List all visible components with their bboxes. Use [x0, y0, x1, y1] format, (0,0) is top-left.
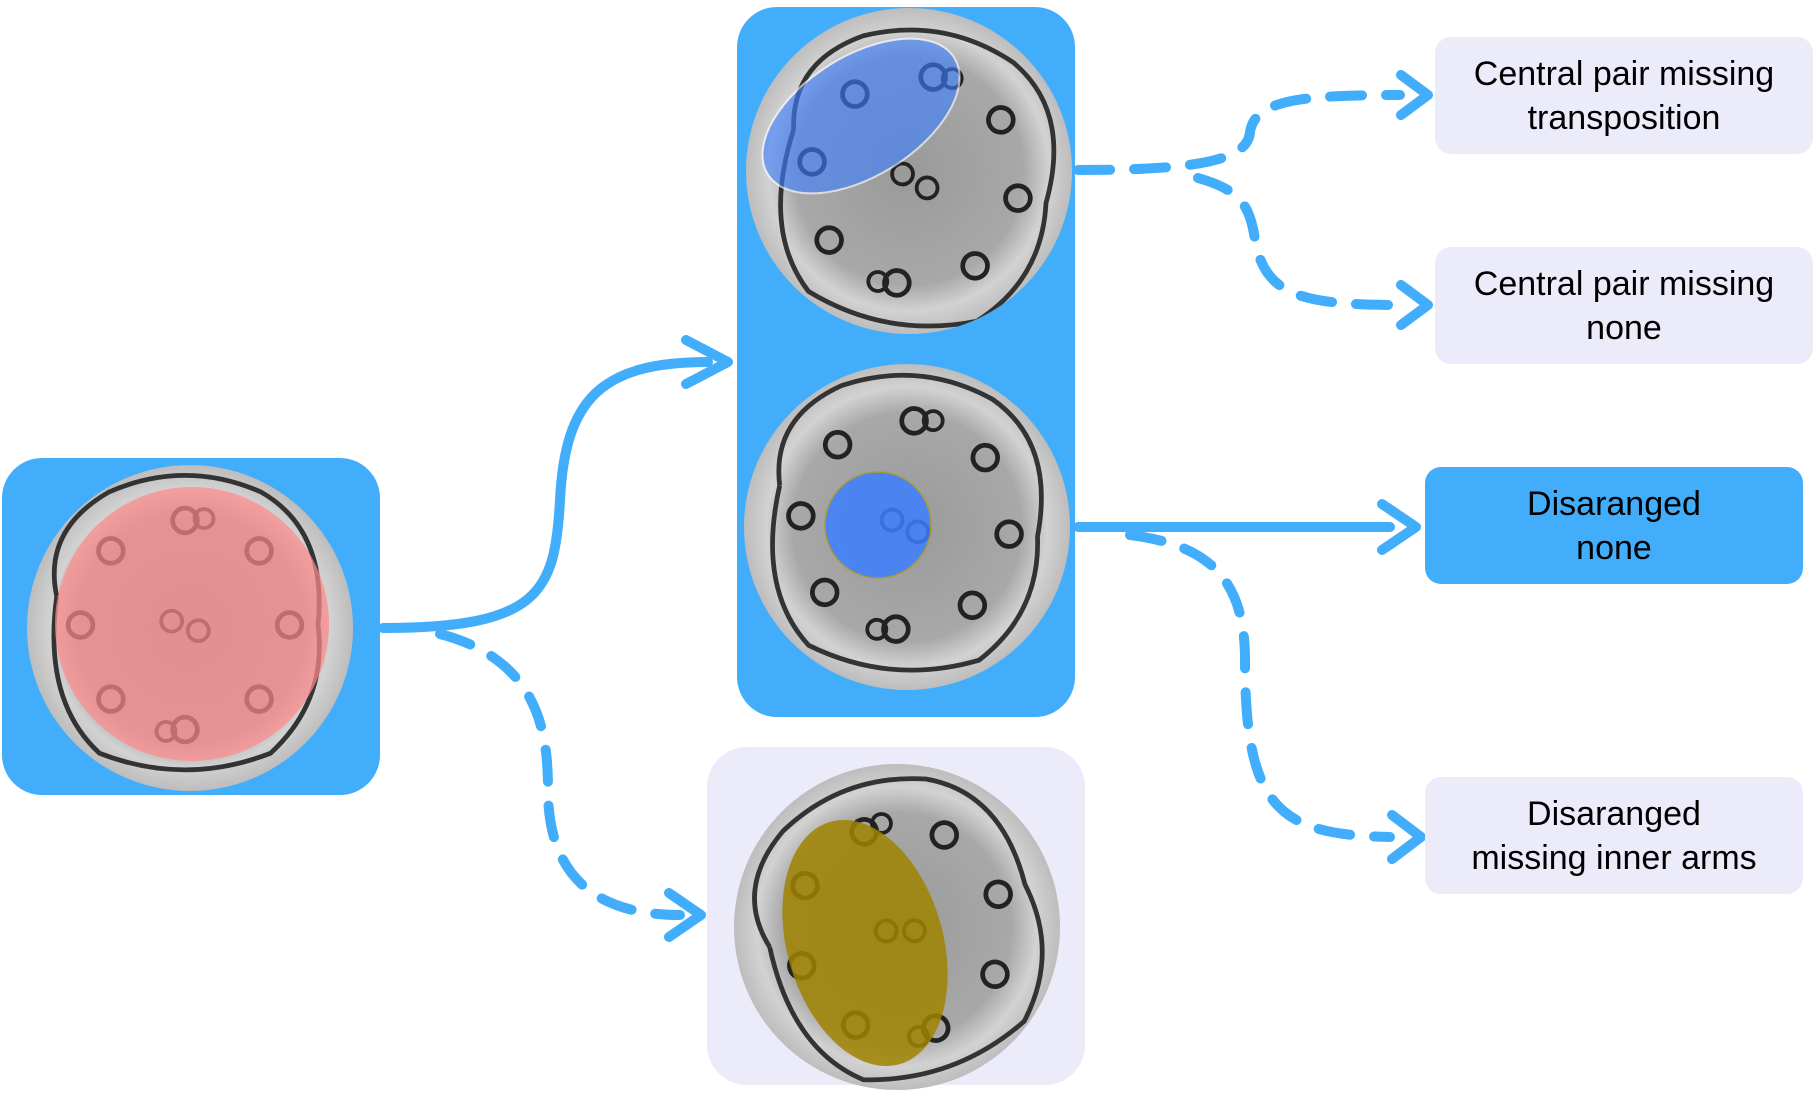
arrow-to-disarranged-inner-arms: [1125, 530, 1395, 842]
label-cp-none-line1: Central pair missing: [1473, 264, 1775, 303]
outer-doublet-micrograph: [734, 764, 1060, 1090]
label-cp-none-line2: none: [1586, 308, 1662, 347]
label-cp-transposition-line1: Central pair missing: [1473, 54, 1775, 93]
label-dis-inner-line1: Disaranged: [1527, 794, 1701, 833]
arrowhead-cp-none: [1396, 280, 1433, 330]
label-cp-transposition-line2: transposition: [1527, 98, 1721, 137]
label-central-pair-missing-transposition: Central pair missing transposition: [1435, 37, 1813, 154]
central-region-highlight: [824, 471, 932, 579]
label-dis-inner-line2: missing inner arms: [1471, 838, 1757, 877]
label-disarranged-missing-inner-arms: Disaranged missing inner arms: [1425, 777, 1803, 894]
disarranged-micrograph: [744, 364, 1070, 690]
label-central-pair-missing-none: Central pair missing none: [1435, 247, 1813, 364]
arrowhead-cp-transposition: [1396, 70, 1433, 120]
full-cross-section-highlight: [55, 487, 329, 761]
arrow-to-cp-none: [1193, 173, 1405, 310]
label-dis-none-line1: Disaranged: [1527, 484, 1701, 523]
arrowhead-central-group: [681, 335, 733, 389]
arrow-to-cp-transposition: [1073, 90, 1405, 175]
central-pair-region-highlight: [761, 37, 961, 195]
arrowhead-inner-arms: [1387, 810, 1426, 864]
label-disarranged-none: Disaranged none: [1425, 467, 1803, 584]
central-pair-missing-micrograph: [746, 8, 1072, 334]
arrowhead-disarranged-none: [1377, 499, 1421, 555]
arrowhead-outer-doublet: [664, 888, 706, 942]
label-dis-none-line2: none: [1576, 528, 1652, 567]
arrow-input-to-outer-doublet: [435, 629, 685, 920]
input-micrograph: [27, 465, 353, 791]
outer-doublet-region-highlight: [782, 819, 948, 1067]
arrow-input-to-central-group: [378, 357, 713, 633]
